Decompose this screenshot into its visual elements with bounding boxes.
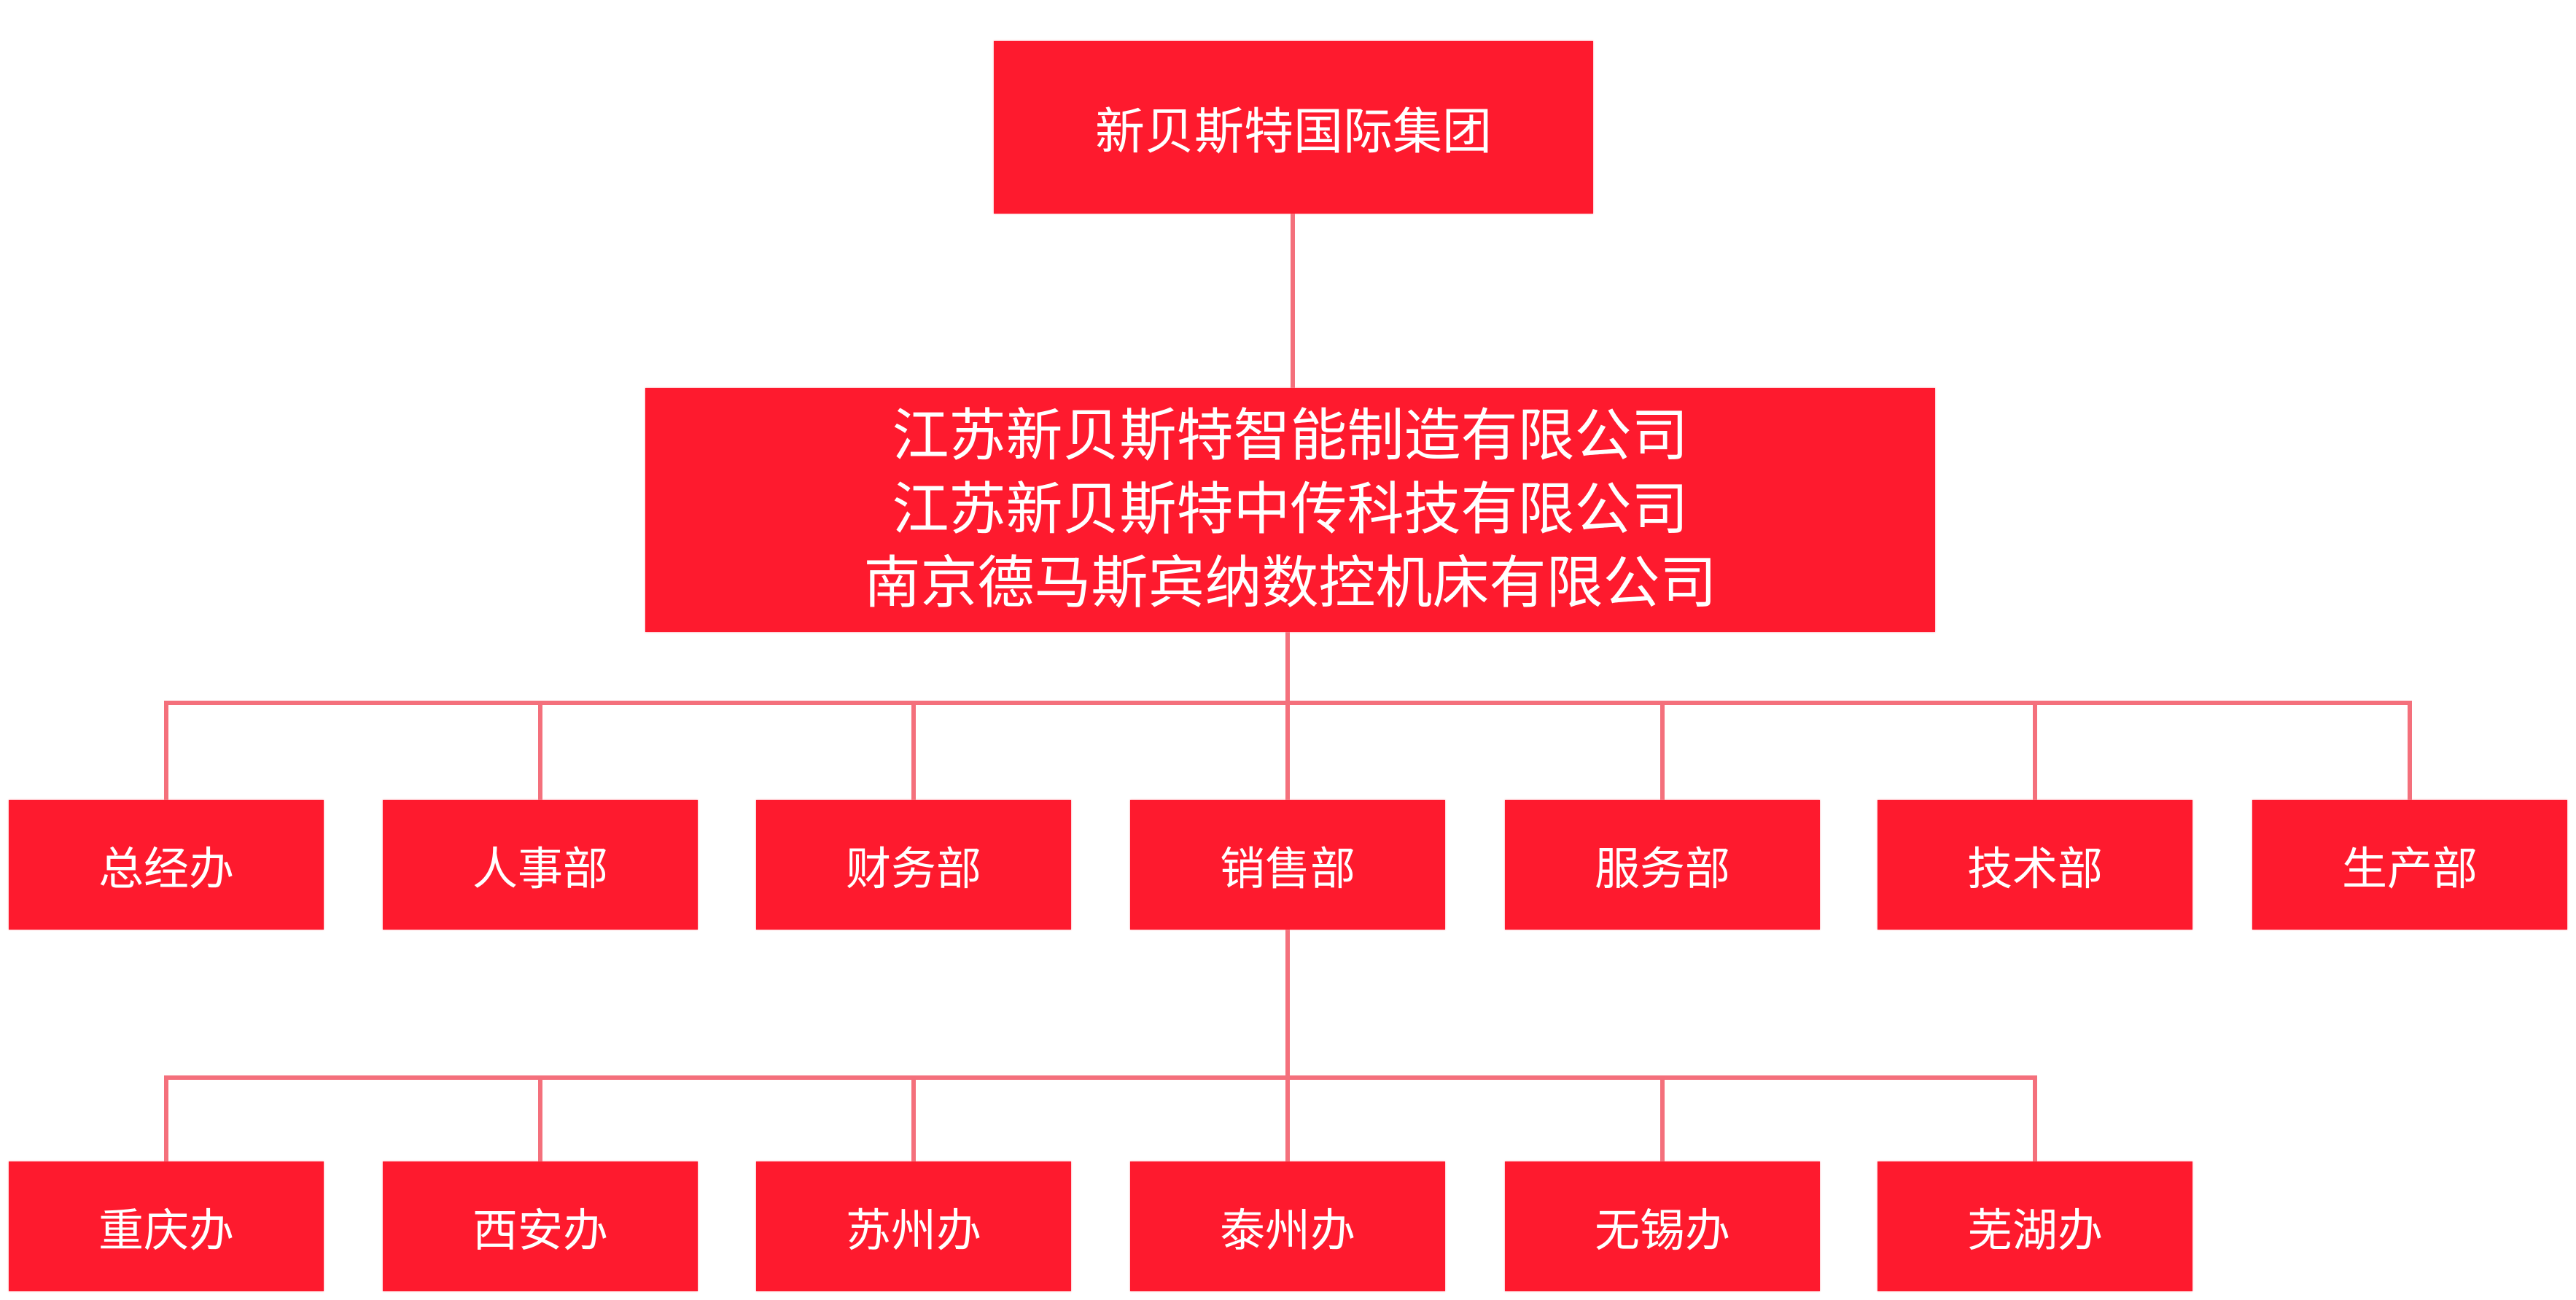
connector-office	[164, 1075, 168, 1161]
connector-office	[538, 1075, 542, 1161]
connector-root-to-companies	[1291, 214, 1295, 388]
office-node: 芜湖办	[1877, 1161, 2192, 1291]
connector-department	[2408, 701, 2412, 800]
connector-office	[911, 1075, 916, 1161]
department-label: 财务部	[845, 842, 981, 895]
connector-department	[538, 701, 542, 800]
connector-department	[2033, 701, 2037, 800]
company-label: 江苏新贝斯特智能制造有限公司	[892, 403, 1689, 469]
company-label: 南京德马斯宾纳数控机床有限公司	[863, 550, 1717, 616]
office-bus	[164, 1075, 2037, 1080]
connector-department	[164, 701, 168, 800]
office-label: 苏州办	[845, 1204, 981, 1257]
department-label: 总经办	[98, 842, 234, 895]
connector-companies-to-bus	[1285, 632, 1290, 705]
office-label: 西安办	[472, 1204, 608, 1257]
connector-office	[1285, 1075, 1290, 1161]
companies-node: 江苏新贝斯特智能制造有限公司 江苏新贝斯特中传科技有限公司 南京德马斯宾纳数控机…	[645, 388, 1935, 632]
root-label: 新贝斯特国际集团	[1094, 104, 1492, 161]
department-label: 生产部	[2341, 842, 2478, 895]
department-node: 总经办	[9, 800, 324, 930]
company-label: 江苏新贝斯特中传科技有限公司	[892, 477, 1689, 542]
department-label: 技术部	[1966, 842, 2103, 895]
connector-office	[1660, 1075, 1665, 1161]
department-node: 技术部	[1877, 800, 2192, 930]
office-label: 泰州办	[1219, 1204, 1355, 1257]
office-label: 重庆办	[98, 1204, 234, 1257]
department-node: 生产部	[2252, 800, 2567, 930]
department-node: 人事部	[383, 800, 698, 930]
connector-sales-to-bus	[1285, 930, 1290, 1080]
office-label: 芜湖办	[1966, 1204, 2103, 1257]
office-node: 泰州办	[1130, 1161, 1445, 1291]
department-node: 服务部	[1505, 800, 1820, 930]
department-node: 销售部	[1130, 800, 1445, 930]
connector-department	[911, 701, 916, 800]
office-node: 重庆办	[9, 1161, 324, 1291]
department-label: 服务部	[1594, 842, 1730, 895]
connector-office	[2033, 1075, 2037, 1161]
office-label: 无锡办	[1594, 1204, 1730, 1257]
root-node: 新贝斯特国际集团	[994, 41, 1593, 214]
department-node: 财务部	[756, 800, 1071, 930]
connector-department	[1285, 701, 1290, 800]
office-node: 苏州办	[756, 1161, 1071, 1291]
office-node: 西安办	[383, 1161, 698, 1291]
department-label: 销售部	[1219, 842, 1355, 895]
connector-department	[1660, 701, 1665, 800]
department-label: 人事部	[472, 842, 608, 895]
office-node: 无锡办	[1505, 1161, 1820, 1291]
